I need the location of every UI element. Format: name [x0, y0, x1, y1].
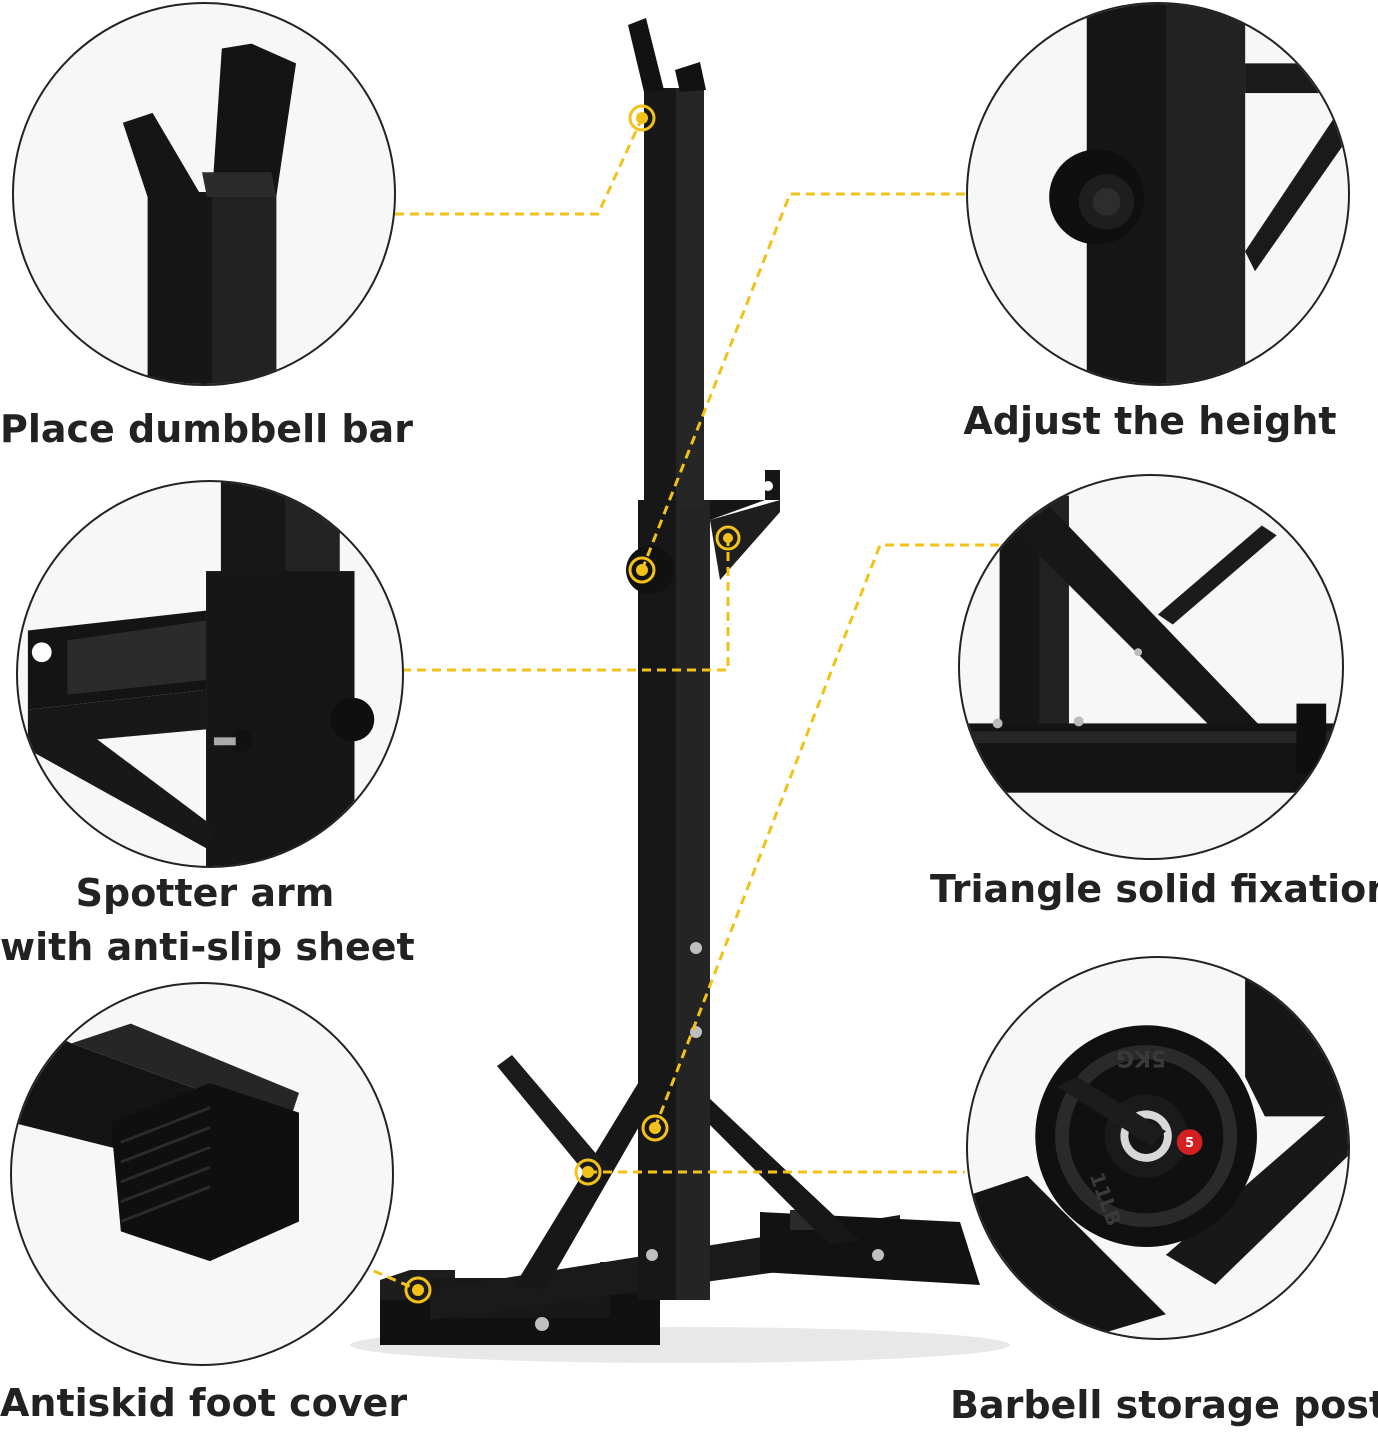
spotter-arm-bracket [710, 470, 780, 580]
label-foot-cover: Antiskid foot cover [0, 1381, 408, 1425]
bar-holder [628, 18, 664, 92]
label-triangle: Triangle solid fixation [930, 867, 1378, 911]
plate-weight-kg: 5KG [1116, 1045, 1166, 1070]
storage-post [497, 1055, 610, 1185]
base-diagonal-right [680, 1080, 860, 1245]
label-adjust-height: Adjust the height [963, 399, 1337, 443]
detail-storage-post: 5 5KG 11LB [966, 956, 1350, 1340]
label-storage-post: Barbell storage post [950, 1383, 1378, 1427]
label-spotter-arm: Spotter arm with anti-slip sheet [0, 871, 415, 969]
callout-dots [404, 104, 741, 1304]
callout-lines [359, 117, 1000, 1292]
detail-adjust-height [966, 2, 1350, 386]
detail-triangle [958, 474, 1344, 860]
detail-spotter-arm [16, 480, 404, 868]
label-place-bar: Place dumbbell bar [0, 407, 413, 451]
detail-bar-holder [12, 2, 396, 386]
base-rear-foot [760, 1210, 980, 1285]
plate-badge: 5 [1185, 1136, 1194, 1151]
detail-foot-cover [10, 982, 394, 1366]
